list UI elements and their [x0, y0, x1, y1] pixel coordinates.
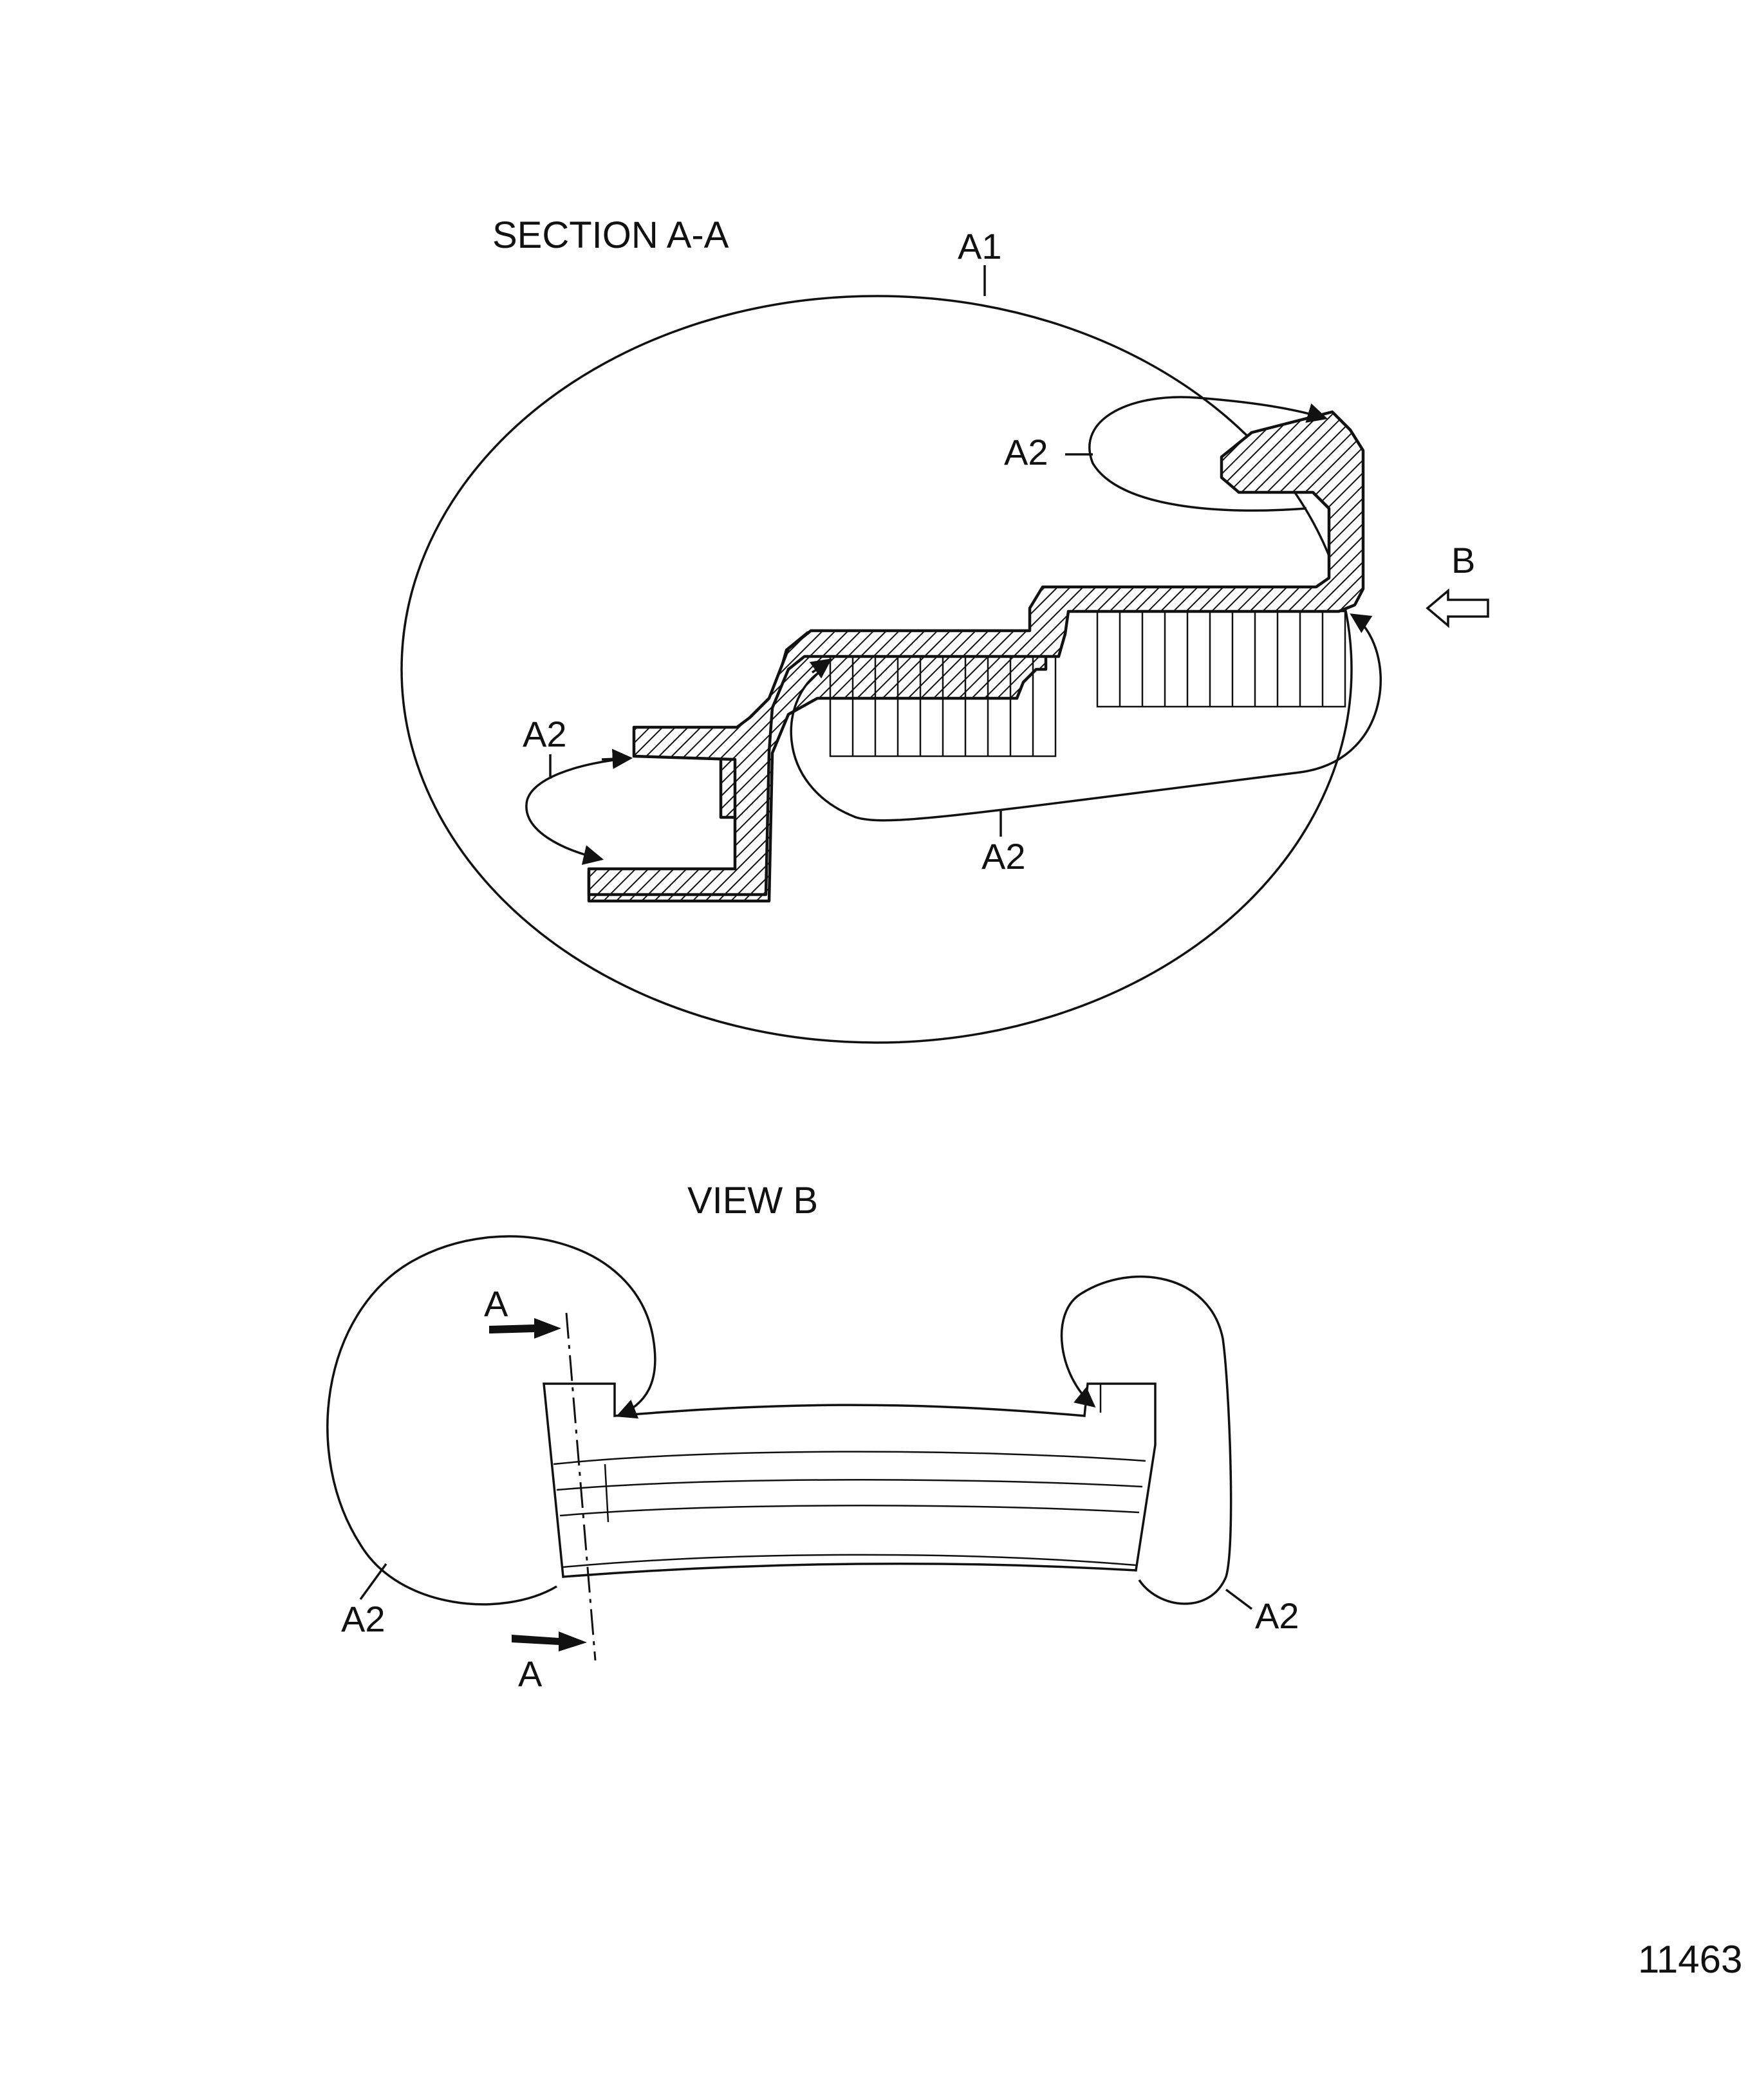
a2-left-arrow-top	[601, 748, 633, 769]
callout-a2-view-left: A2	[341, 1599, 386, 1639]
detail-ellipse	[400, 295, 1353, 1044]
callout-b: B	[1451, 540, 1475, 581]
a2-loop-view-left	[326, 1235, 656, 1606]
view-b-groove-3	[559, 1505, 1140, 1517]
rib-lines-left	[851, 656, 1034, 756]
leader-a2-view-right	[1225, 1588, 1253, 1610]
a2-loop-left	[525, 757, 631, 865]
rib-bank-right	[1096, 610, 1346, 708]
view-b-groove-2	[556, 1479, 1143, 1491]
callout-a1: A1	[958, 226, 1002, 266]
section-part-main-body	[587, 410, 1365, 897]
a2-loop-bottom	[790, 613, 1382, 822]
view-title: VIEW B	[687, 1180, 818, 1222]
view-b-part-outline	[543, 1382, 1157, 1578]
a2-bottom-arrow-left	[809, 658, 832, 679]
callout-a2-bottom: A2	[981, 836, 1026, 877]
callout-a2-view-right: A2	[1255, 1595, 1299, 1636]
view-b-tab-left	[604, 1463, 609, 1523]
section-cut-line	[565, 1312, 597, 1661]
callout-a2-left: A2	[523, 714, 567, 754]
view-b-bottom-edge	[562, 1554, 1137, 1568]
section-title: SECTION A-A	[492, 214, 729, 256]
figure-number: 11463	[1638, 1938, 1742, 1981]
rib-lines-right	[1119, 611, 1324, 707]
cut-arrow-bottom	[512, 1631, 587, 1651]
view-b-groove-1	[553, 1451, 1146, 1465]
a2-loop-top	[1088, 396, 1328, 512]
callout-a-bottom: A	[518, 1653, 543, 1694]
view-direction-arrow	[1426, 588, 1489, 628]
callout-a-top: A	[484, 1283, 508, 1324]
a2-loop-view-right	[1060, 1275, 1232, 1605]
callout-a2-top: A2	[1004, 432, 1048, 472]
cut-arrow-top	[489, 1318, 561, 1339]
